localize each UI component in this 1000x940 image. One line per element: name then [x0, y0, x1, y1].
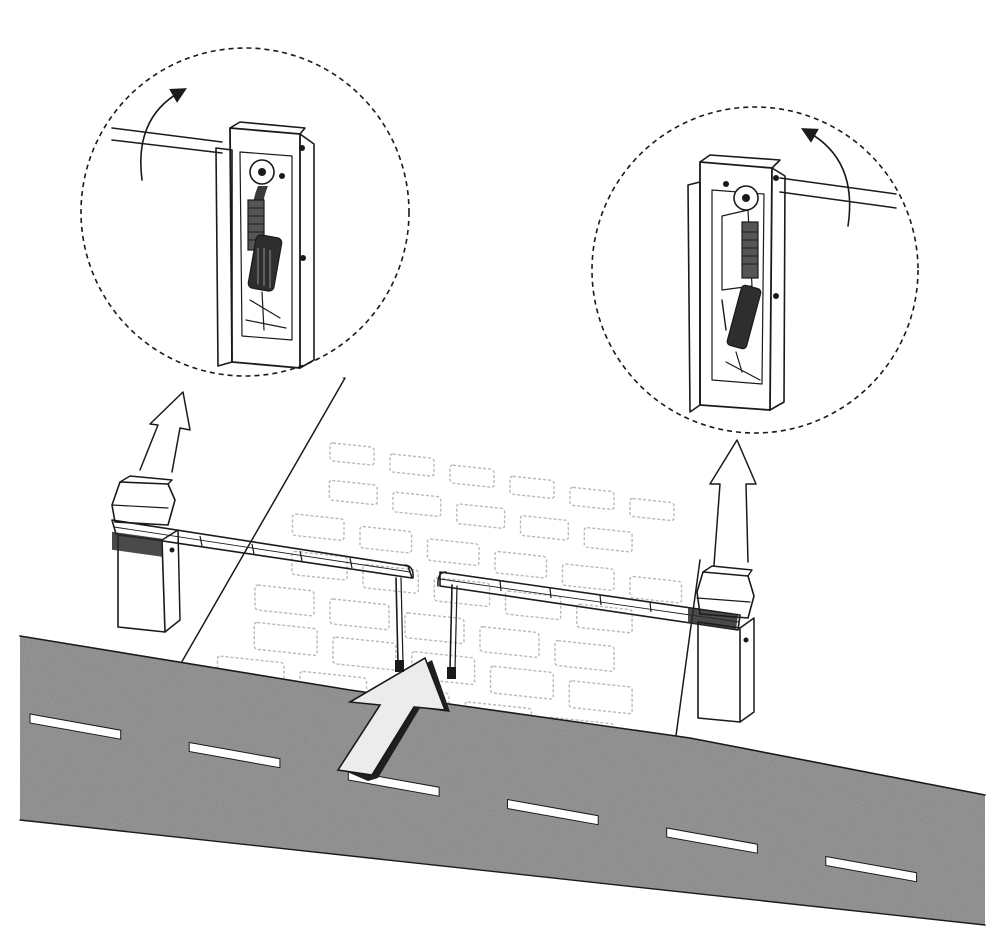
- road-dash: [666, 827, 758, 854]
- paving-stone: [359, 525, 413, 554]
- paving-stone: [629, 575, 683, 604]
- paving-stone: [568, 680, 633, 715]
- paving-stone: [489, 665, 554, 700]
- paving-stone: [629, 497, 675, 522]
- paving-stone: [411, 650, 476, 686]
- road-dash: [29, 713, 122, 740]
- paving-stone: [392, 491, 442, 518]
- road-dash: [507, 798, 599, 826]
- paving-stone: [456, 503, 506, 529]
- paving-stone: [576, 603, 633, 634]
- right-detail-callout: [591, 106, 919, 434]
- paving-stone: [504, 590, 562, 621]
- paving-stone: [494, 550, 548, 579]
- right-up-arrow-icon: [709, 439, 757, 566]
- paving-stone: [389, 453, 435, 477]
- road-dash: [188, 741, 281, 769]
- paving-stone: [329, 598, 390, 631]
- paving-stone: [583, 526, 633, 553]
- right-boom-support-leg: [447, 584, 458, 679]
- left-detail-boom: [111, 127, 223, 154]
- paving-stone: [433, 577, 491, 608]
- left-detail-cabinet: [215, 121, 315, 369]
- left-up-arrow-icon: [139, 391, 191, 473]
- left-barrier-boom: [111, 519, 414, 579]
- up-arrow-icon: [336, 656, 450, 781]
- paving-stone: [449, 464, 495, 488]
- paving-stone: [569, 486, 615, 511]
- paving-stone: [291, 513, 345, 542]
- right-detail-boom: [779, 177, 897, 209]
- paving-stone: [509, 475, 555, 500]
- left-detail-callout: [80, 47, 410, 377]
- right-barrier: [437, 439, 757, 723]
- right-barrier-cabinet: [696, 565, 755, 723]
- paving-stone: [519, 515, 569, 541]
- paving-stone: [426, 538, 480, 567]
- paving-stone: [362, 563, 419, 594]
- paving-stone: [332, 636, 397, 671]
- right-detail-mechanism: [721, 175, 779, 381]
- paving-stone: [404, 612, 465, 645]
- paving-stone: [329, 442, 375, 466]
- paving-stone: [254, 584, 315, 617]
- left-boom-support-leg: [395, 577, 404, 672]
- paving-stone: [561, 563, 615, 592]
- paving-stone: [554, 639, 615, 672]
- paving-stone: [253, 621, 318, 657]
- paving-stone: [328, 479, 378, 506]
- road-dash: [825, 855, 918, 883]
- left-detail-mechanism: [245, 145, 306, 331]
- left-rotation-arrow-icon: [140, 88, 187, 181]
- left-barrier: [111, 391, 414, 672]
- right-rotation-arrow-icon: [801, 128, 851, 227]
- paving-stone: [479, 626, 540, 659]
